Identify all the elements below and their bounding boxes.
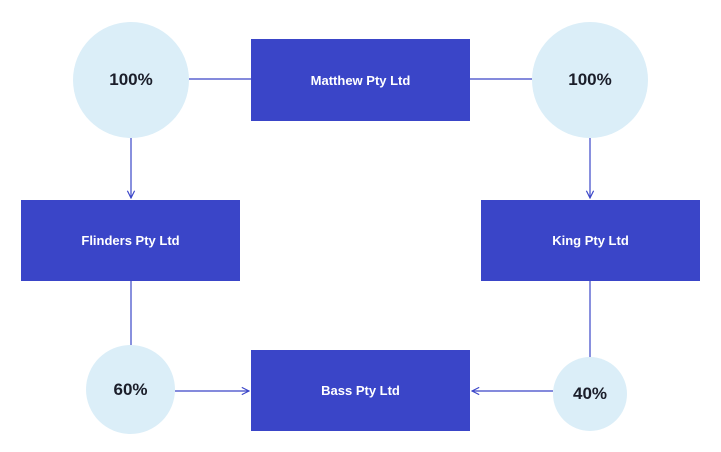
share-flinders-bass: 60% [86, 345, 175, 434]
entity-flinders: Flinders Pty Ltd [21, 200, 240, 281]
share-matthew-king: 100% [532, 22, 648, 138]
entity-flinders-label: Flinders Pty Ltd [81, 233, 180, 248]
share-flinders-bass-label: 60% [113, 379, 148, 399]
share-matthew-king-label: 100% [568, 70, 612, 89]
share-matthew-flinders-label: 100% [109, 70, 153, 89]
entity-king-label: King Pty Ltd [552, 233, 629, 248]
entity-matthew-label: Matthew Pty Ltd [310, 72, 411, 88]
entity-matthew: Matthew Pty Ltd [251, 39, 470, 121]
entity-king: King Pty Ltd [481, 200, 700, 281]
entity-bass: Bass Pty Ltd [251, 350, 470, 431]
entity-bass-label: Bass Pty Ltd [321, 383, 400, 398]
share-king-bass: 40% [553, 357, 627, 431]
share-matthew-flinders: 100% [73, 22, 189, 138]
share-king-bass-label: 40% [572, 384, 608, 403]
